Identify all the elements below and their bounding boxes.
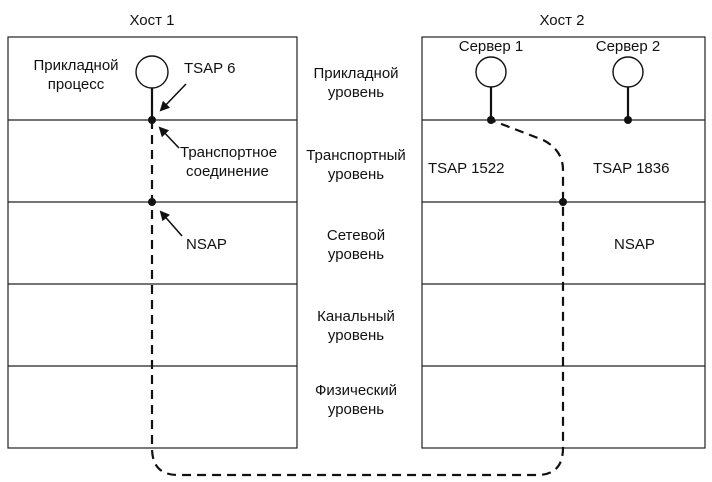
tsap1522-label: TSAP 1522: [428, 160, 504, 177]
tsap6-label: TSAP 6: [184, 60, 235, 77]
tsap6-arrow: [159, 83, 187, 112]
host2-nsap-label: NSAP: [614, 236, 655, 253]
host2-nsap-point: [559, 198, 567, 206]
layer-transport-label: уровень: [328, 166, 384, 183]
layer-transport-label: Транспортный: [306, 147, 406, 164]
server2-circle: [612, 56, 644, 88]
transport-connection-label: соединение: [186, 163, 269, 180]
layer-application-label: Прикладной: [313, 65, 398, 82]
application-process-circle: [135, 55, 169, 89]
tsap1836-point: [624, 116, 632, 124]
layer-network-label: Сетевой: [327, 227, 385, 244]
layer-datalink-label: уровень: [328, 327, 384, 344]
host2-title: Хост 2: [539, 12, 584, 29]
layer-physical-label: Физический: [315, 382, 397, 399]
application-process-label: процесс: [48, 76, 105, 93]
layer-network-label: уровень: [328, 246, 384, 263]
host1-nsap-label: NSAP: [186, 236, 227, 253]
server1-circle: [475, 56, 507, 88]
tsap1836-label: TSAP 1836: [593, 160, 669, 177]
layer-physical-label: уровень: [328, 401, 384, 418]
transport-connection-label: Транспортное: [180, 144, 277, 161]
server1-label: Сервер 1: [459, 38, 524, 55]
host1-box: [7, 36, 298, 449]
application-process-label: Прикладной: [33, 57, 118, 74]
tsap6-point: [148, 116, 156, 124]
nsap-arrow: [159, 210, 183, 237]
layer-datalink-label: Канальный: [317, 308, 395, 325]
host1-nsap-point: [148, 198, 156, 206]
server2-label: Сервер 2: [596, 38, 661, 55]
tsap1522-point: [487, 116, 495, 124]
layer-application-label: уровень: [328, 84, 384, 101]
transport-connection-path: [150, 118, 565, 477]
host1-title: Хост 1: [129, 12, 174, 29]
transport-connection-arrow: [158, 126, 180, 149]
